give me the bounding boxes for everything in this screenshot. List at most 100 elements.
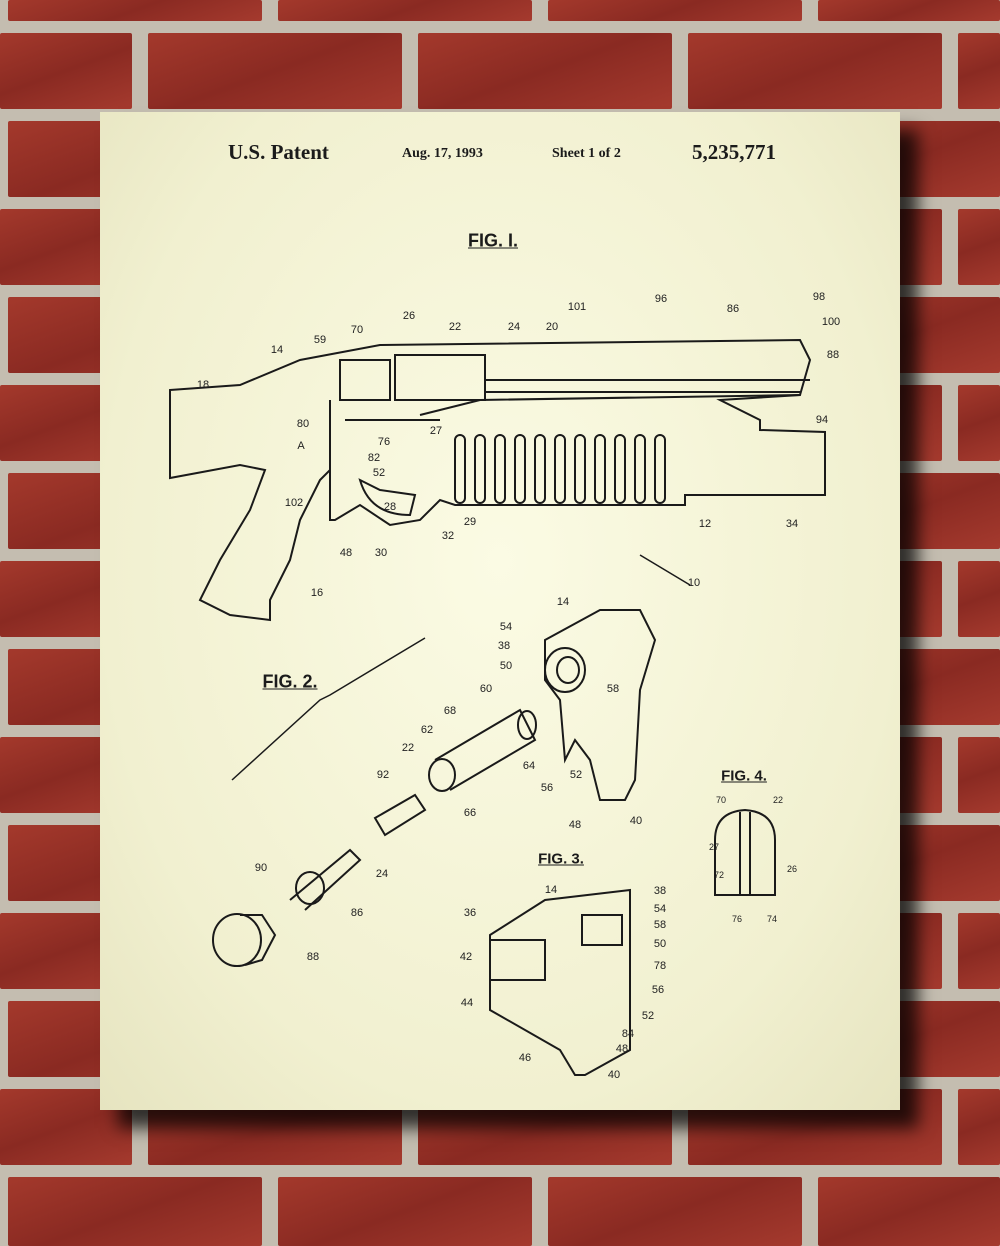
fig1-callout: 27 — [429, 425, 443, 437]
fig2-callout: 58 — [606, 683, 620, 695]
fig2-callout: 68 — [443, 705, 457, 717]
fig3-callout: 54 — [653, 903, 667, 915]
fig1-callout: 12 — [698, 518, 712, 530]
fig1-callout: 96 — [654, 293, 668, 305]
fig1-callout: 76 — [377, 436, 391, 448]
fig2-callout: 54 — [499, 621, 513, 633]
patent-label: U.S. Patent — [228, 140, 329, 164]
fig1-callout: 52 — [372, 467, 386, 479]
fig4-callout: 70 — [715, 795, 727, 805]
fig2-callout: 14 — [556, 596, 570, 608]
handguard-ribs — [454, 434, 666, 504]
fig1-callout: 32 — [441, 530, 455, 542]
brick — [8, 1177, 262, 1246]
fig1-callout: 80 — [296, 418, 310, 430]
fig3-callout: 56 — [651, 984, 665, 996]
fig3-callout: 14 — [544, 884, 558, 896]
fig2-callout: 40 — [629, 815, 643, 827]
fig1-callout: 30 — [374, 547, 388, 559]
fig3-callout: 36 — [463, 907, 477, 919]
fig1-callout: 22 — [448, 321, 462, 333]
fig4-callout: 27 — [708, 842, 720, 852]
fig3-callout: 44 — [460, 997, 474, 1009]
fig3-callout: 52 — [641, 1010, 655, 1022]
fig2-callout: 52 — [569, 769, 583, 781]
fig1-callout: 82 — [367, 452, 381, 464]
brick — [818, 0, 1000, 21]
fig3-callout: 48 — [615, 1043, 629, 1055]
fig1-callout: 102 — [284, 497, 304, 509]
fig1-callout: 101 — [567, 301, 587, 313]
fig2-callout: 92 — [376, 769, 390, 781]
fig1-callout: 34 — [785, 518, 799, 530]
brick — [958, 913, 1000, 989]
fig2-callout: 90 — [254, 862, 268, 874]
brick — [148, 33, 402, 109]
fig4-callout: 22 — [772, 795, 784, 805]
fig1-callout: 28 — [383, 501, 397, 513]
brick — [278, 1177, 532, 1246]
brick — [8, 0, 262, 21]
fig2-callout: 22 — [401, 742, 415, 754]
fig2-callout: 24 — [375, 868, 389, 880]
fig1-callout: 100 — [821, 316, 841, 328]
fig3-callout: 40 — [607, 1069, 621, 1081]
fig3-section-drawing — [489, 888, 631, 1076]
brick — [278, 0, 532, 21]
fig1-callout: A — [297, 440, 305, 452]
fig2-callout: 64 — [522, 760, 536, 772]
fig1-callout: 24 — [507, 321, 521, 333]
fig2-callout: 66 — [463, 807, 477, 819]
fig4-callout: 72 — [713, 870, 725, 880]
fig1-label: FIG. I. — [467, 230, 519, 251]
fig3-callout: 84 — [621, 1028, 635, 1040]
fig1-callout: 98 — [812, 291, 826, 303]
brick — [548, 1177, 802, 1246]
fig2-callout: 56 — [540, 782, 554, 794]
brick — [958, 385, 1000, 461]
fig2-callout: 88 — [306, 951, 320, 963]
fig1-callout: 26 — [402, 310, 416, 322]
fig2-callout: 48 — [568, 819, 582, 831]
fig2-callout: 50 — [499, 660, 513, 672]
fig1-callout: 70 — [350, 324, 364, 336]
fig2-callout: 38 — [497, 640, 511, 652]
fig1-callout: 88 — [826, 349, 840, 361]
fig3-callout: 78 — [653, 960, 667, 972]
fig3-callout: 38 — [653, 885, 667, 897]
fig3-callout: 58 — [653, 919, 667, 931]
fig4-callout: 76 — [731, 914, 743, 924]
fig2-label: FIG. 2. — [262, 671, 318, 692]
fig2-callout: 86 — [350, 907, 364, 919]
fig1-callout: 86 — [726, 303, 740, 315]
fig1-callout: 10 — [687, 577, 701, 589]
fig1-callout: 29 — [463, 516, 477, 528]
brick — [958, 561, 1000, 637]
fig2-callout: 62 — [420, 724, 434, 736]
brick — [548, 0, 802, 21]
fig3-label: FIG. 3. — [538, 850, 584, 868]
fig1-callout: 14 — [270, 344, 284, 356]
fig2-parts-drawing — [212, 609, 657, 967]
fig1-callout: 18 — [196, 379, 210, 391]
fig1-callout: 94 — [815, 414, 829, 426]
brick — [818, 1177, 1000, 1246]
fig1-callout: 59 — [313, 334, 327, 346]
fig3-callout: 46 — [518, 1052, 532, 1064]
brick — [958, 209, 1000, 285]
fig2-callout: 60 — [479, 683, 493, 695]
brick — [688, 33, 942, 109]
fig3-callout: 42 — [459, 951, 473, 963]
fig4-label: FIG. 4. — [721, 767, 767, 785]
patent-poster — [100, 112, 900, 1110]
patent-date: Aug. 17, 1993 — [402, 146, 483, 161]
fig4-callout: 74 — [766, 914, 778, 924]
patent-sheet: Sheet 1 of 2 — [552, 146, 621, 161]
fig4-callout: 26 — [786, 864, 798, 874]
brick — [0, 33, 132, 109]
brick — [958, 33, 1000, 109]
fig4-section-drawing — [714, 808, 776, 896]
patent-number: 5,235,771 — [692, 140, 776, 164]
fig1-callout: 20 — [545, 321, 559, 333]
